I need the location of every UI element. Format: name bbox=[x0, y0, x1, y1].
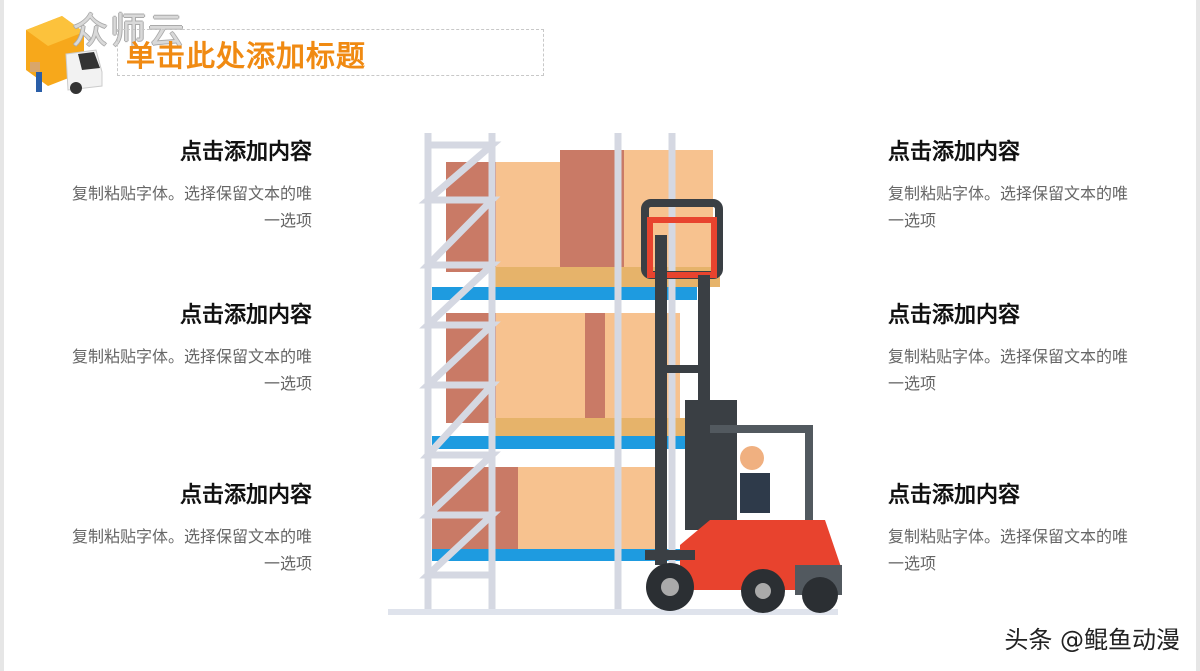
block-text-line2: 一选项 bbox=[888, 554, 937, 573]
block-text-line1: 复制粘贴字体。选择保留文本的唯 bbox=[888, 184, 1129, 203]
block-text-line1: 复制粘贴字体。选择保留文本的唯 bbox=[71, 347, 312, 366]
block-heading: 点击添加内容 bbox=[179, 303, 312, 328]
block-text-line1: 复制粘贴字体。选择保留文本的唯 bbox=[888, 527, 1129, 546]
block-heading: 点击添加内容 bbox=[888, 303, 1021, 328]
boxes-top bbox=[446, 150, 713, 272]
left-content-block-1[interactable]: 点击添加内容 复制粘贴字体。选择保留文本的唯 一选项 bbox=[42, 134, 312, 234]
block-text-line1: 复制粘贴字体。选择保留文本的唯 bbox=[71, 184, 312, 203]
block-text-line2: 一选项 bbox=[263, 211, 312, 230]
truck-logo-icon bbox=[26, 16, 103, 94]
block-heading: 点击添加内容 bbox=[179, 483, 312, 508]
warehouse-forklift-illustration bbox=[388, 133, 842, 615]
title-placeholder-box[interactable] bbox=[117, 29, 544, 76]
left-content-block-2[interactable]: 点击添加内容 复制粘贴字体。选择保留文本的唯 一选项 bbox=[42, 297, 312, 397]
right-content-block-2[interactable]: 点击添加内容 复制粘贴字体。选择保留文本的唯 一选项 bbox=[888, 297, 1158, 397]
shelf-1 bbox=[432, 287, 697, 300]
shelf-2 bbox=[432, 436, 697, 449]
page-title[interactable]: 单击此处添加标题 bbox=[126, 39, 367, 73]
block-text-line2: 一选项 bbox=[888, 211, 937, 230]
block-text-line1: 复制粘贴字体。选择保留文本的唯 bbox=[888, 347, 1129, 366]
block-text-line2: 一选项 bbox=[263, 554, 312, 573]
footer-attribution: 头条 @鲲鱼动漫 bbox=[1004, 626, 1180, 654]
left-content-block-3[interactable]: 点击添加内容 复制粘贴字体。选择保留文本的唯 一选项 bbox=[42, 477, 312, 577]
shelf-3 bbox=[432, 549, 697, 561]
block-text-line2: 一选项 bbox=[888, 374, 937, 393]
block-heading: 点击添加内容 bbox=[888, 483, 1021, 508]
left-edge bbox=[0, 0, 4, 671]
block-heading: 点击添加内容 bbox=[179, 140, 312, 165]
block-text-line1: 复制粘贴字体。选择保留文本的唯 bbox=[71, 527, 312, 546]
watermark: 众师云 bbox=[72, 11, 187, 52]
forklift bbox=[641, 199, 842, 613]
right-edge bbox=[1196, 0, 1200, 671]
right-content-block-1[interactable]: 点击添加内容 复制粘贴字体。选择保留文本的唯 一选项 bbox=[888, 134, 1158, 234]
right-content-block-3[interactable]: 点击添加内容 复制粘贴字体。选择保留文本的唯 一选项 bbox=[888, 477, 1158, 577]
floor bbox=[388, 609, 838, 615]
block-text-line2: 一选项 bbox=[263, 374, 312, 393]
block-heading: 点击添加内容 bbox=[888, 140, 1021, 165]
